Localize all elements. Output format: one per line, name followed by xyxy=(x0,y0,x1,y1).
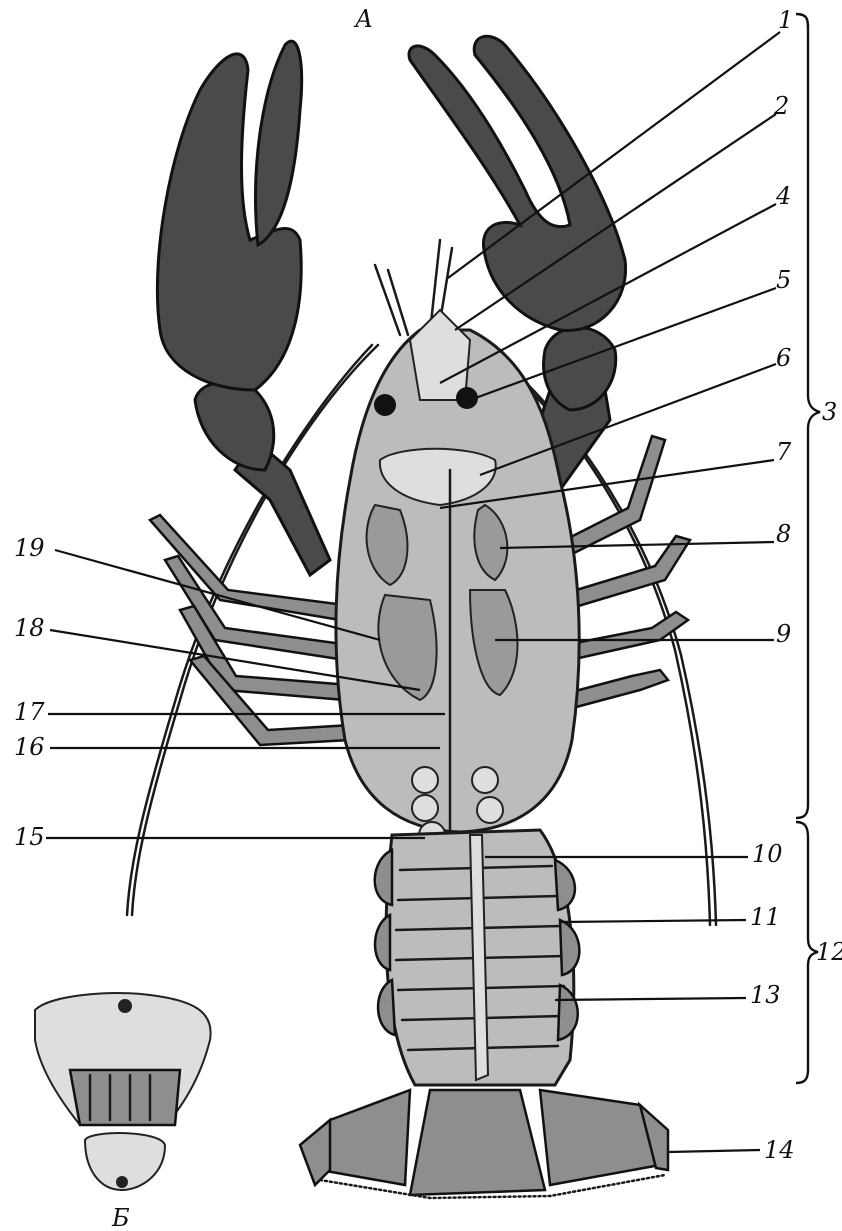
inset-figure xyxy=(35,993,211,1190)
label-13: 13 xyxy=(750,981,781,1009)
label-14: 14 xyxy=(764,1136,795,1164)
label-3: 3 xyxy=(822,398,837,426)
left-claw xyxy=(157,41,330,575)
right-uropod-inner xyxy=(540,1090,660,1185)
figure-label-main: А xyxy=(353,5,373,33)
label-7: 7 xyxy=(776,438,792,466)
inset-pore-top xyxy=(118,999,132,1013)
tail-fan xyxy=(300,1090,668,1198)
label-19: 19 xyxy=(14,534,45,562)
crayfish-illustration xyxy=(35,36,716,1198)
callout-13: 13 xyxy=(555,981,781,1009)
label-8: 8 xyxy=(776,520,791,548)
label-4: 4 xyxy=(775,182,791,210)
bracket-abdomen: 12 xyxy=(796,822,842,1083)
left-uropod-inner xyxy=(320,1090,410,1185)
cephalothorax xyxy=(336,310,579,848)
label-12: 12 xyxy=(816,938,842,966)
label-16: 16 xyxy=(14,733,45,761)
label-2: 2 xyxy=(773,92,789,120)
abdomen xyxy=(375,830,580,1085)
label-11: 11 xyxy=(750,903,781,931)
label-18: 18 xyxy=(14,614,45,642)
label-9: 9 xyxy=(776,620,791,648)
left-eye xyxy=(374,394,396,416)
label-10: 10 xyxy=(752,840,783,868)
callout-14: 14 xyxy=(668,1136,795,1164)
label-15: 15 xyxy=(14,823,45,851)
label-1: 1 xyxy=(778,6,793,34)
bracket-cephalothorax: 3 xyxy=(796,14,837,818)
inset-pore-bottom xyxy=(116,1176,128,1188)
label-5: 5 xyxy=(776,266,791,294)
label-6: 6 xyxy=(776,344,791,372)
left-uropod-outer xyxy=(300,1120,330,1185)
label-17: 17 xyxy=(14,698,45,726)
telson xyxy=(410,1090,545,1195)
figure-label-inset: Б xyxy=(111,1204,130,1231)
callout-15: 15 xyxy=(14,823,425,851)
rostrum xyxy=(410,310,470,400)
callout-11: 11 xyxy=(560,903,781,931)
